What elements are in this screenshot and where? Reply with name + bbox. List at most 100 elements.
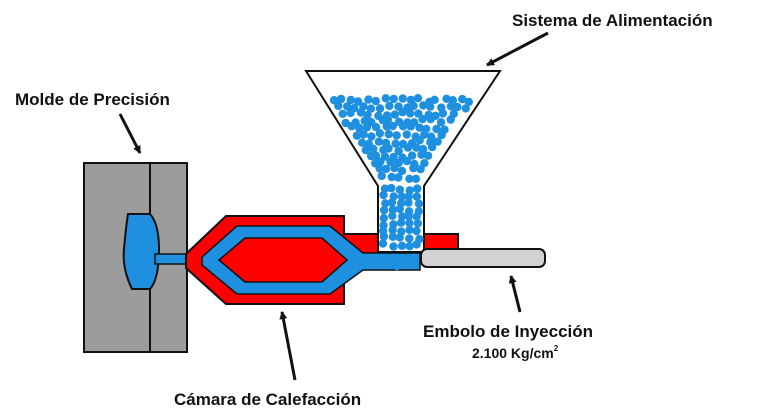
pellet: [395, 233, 404, 242]
pellet: [405, 225, 414, 234]
pellet: [361, 145, 370, 155]
pellet: [398, 107, 407, 117]
pellet: [352, 131, 362, 140]
pellet: [392, 261, 402, 271]
pellet: [438, 109, 448, 118]
pellet: [379, 213, 388, 223]
injection-plunger-arrow: [508, 275, 522, 313]
feed-hopper: [304, 70, 502, 271]
pellet: [412, 192, 422, 201]
pellet: [353, 97, 363, 106]
pellet: [356, 108, 366, 117]
pellet: [416, 164, 425, 174]
pellet: [432, 124, 441, 134]
pellet: [390, 163, 399, 173]
pellet: [384, 144, 393, 153]
pellet: [388, 121, 397, 131]
feed-system-arrow: [486, 31, 549, 67]
pellet: [412, 226, 421, 236]
pellet: [369, 144, 378, 153]
pellet: [446, 115, 455, 124]
heating-chamber-label: Cámara de Calefacción: [174, 390, 361, 409]
pellet: [366, 104, 376, 113]
pellet: [409, 253, 419, 263]
pellet: [388, 211, 397, 220]
pellet: [405, 174, 414, 183]
pellet: [374, 137, 384, 146]
pressure-exponent: 2: [554, 344, 559, 353]
pellet: [409, 163, 418, 173]
pellet: [404, 212, 413, 221]
pellet: [357, 138, 367, 147]
pellet: [413, 219, 423, 228]
pellet: [387, 198, 397, 207]
pellet: [418, 114, 427, 124]
pellet: [347, 122, 356, 131]
pellet: [360, 116, 369, 126]
pellet: [381, 164, 391, 174]
feed-system-label: Sistema de Alimentación: [512, 11, 713, 30]
pellet: [409, 101, 418, 111]
pellet: [397, 166, 407, 176]
pellet: [365, 253, 375, 263]
pellet: [398, 212, 407, 221]
pellet: [398, 94, 407, 103]
pellet: [367, 132, 376, 141]
pellet: [458, 94, 467, 104]
pellet: [389, 242, 398, 251]
pellet: [384, 130, 393, 139]
pellet: [402, 156, 412, 166]
pellet: [343, 102, 352, 111]
pellet: [390, 110, 400, 119]
pellet: [357, 258, 367, 268]
pellet: [453, 102, 462, 112]
pellet: [376, 157, 385, 166]
heating-chamber-arrow: [279, 311, 297, 381]
pellet: [403, 143, 413, 152]
pellet: [371, 151, 381, 160]
pellet: [379, 190, 388, 200]
pellet: [375, 129, 385, 138]
pellet: [334, 101, 343, 111]
pellet: [375, 164, 384, 173]
pellet: [417, 150, 426, 159]
pellet: [415, 136, 424, 145]
pellet: [412, 212, 421, 221]
plastic-pellets: [329, 94, 473, 271]
pellet: [382, 122, 391, 131]
pellet: [404, 198, 413, 207]
pellet: [388, 232, 398, 241]
pellet: [405, 234, 414, 243]
pellet: [387, 183, 396, 193]
pellet: [464, 97, 473, 107]
pellet: [387, 172, 396, 182]
pellet: [407, 151, 417, 160]
pellet: [399, 122, 408, 131]
pellet: [415, 123, 424, 132]
pellet: [375, 104, 385, 113]
pellet: [412, 143, 421, 152]
pressure-label: 2.100 Kg/cm2: [472, 344, 559, 361]
pellet: [405, 218, 414, 228]
pellet: [387, 253, 397, 263]
injection-plunger-label: Embolo de Inyección: [423, 322, 593, 341]
injection-plunger: [420, 248, 546, 268]
pellet: [398, 257, 408, 267]
pellet: [364, 95, 373, 104]
pellet: [413, 184, 422, 193]
pellet: [420, 130, 429, 139]
pellet: [378, 239, 388, 248]
pellet: [406, 109, 415, 118]
pellet: [377, 171, 386, 181]
pellet: [346, 95, 356, 105]
pellet: [355, 123, 364, 133]
pellet: [402, 130, 411, 139]
precision-mold: [83, 162, 206, 353]
pellet: [426, 114, 435, 124]
pellet: [391, 139, 400, 148]
pellet: [412, 240, 421, 249]
pellet: [362, 123, 372, 132]
pellet: [423, 151, 433, 160]
pellet: [437, 130, 446, 140]
pellet: [376, 257, 386, 267]
